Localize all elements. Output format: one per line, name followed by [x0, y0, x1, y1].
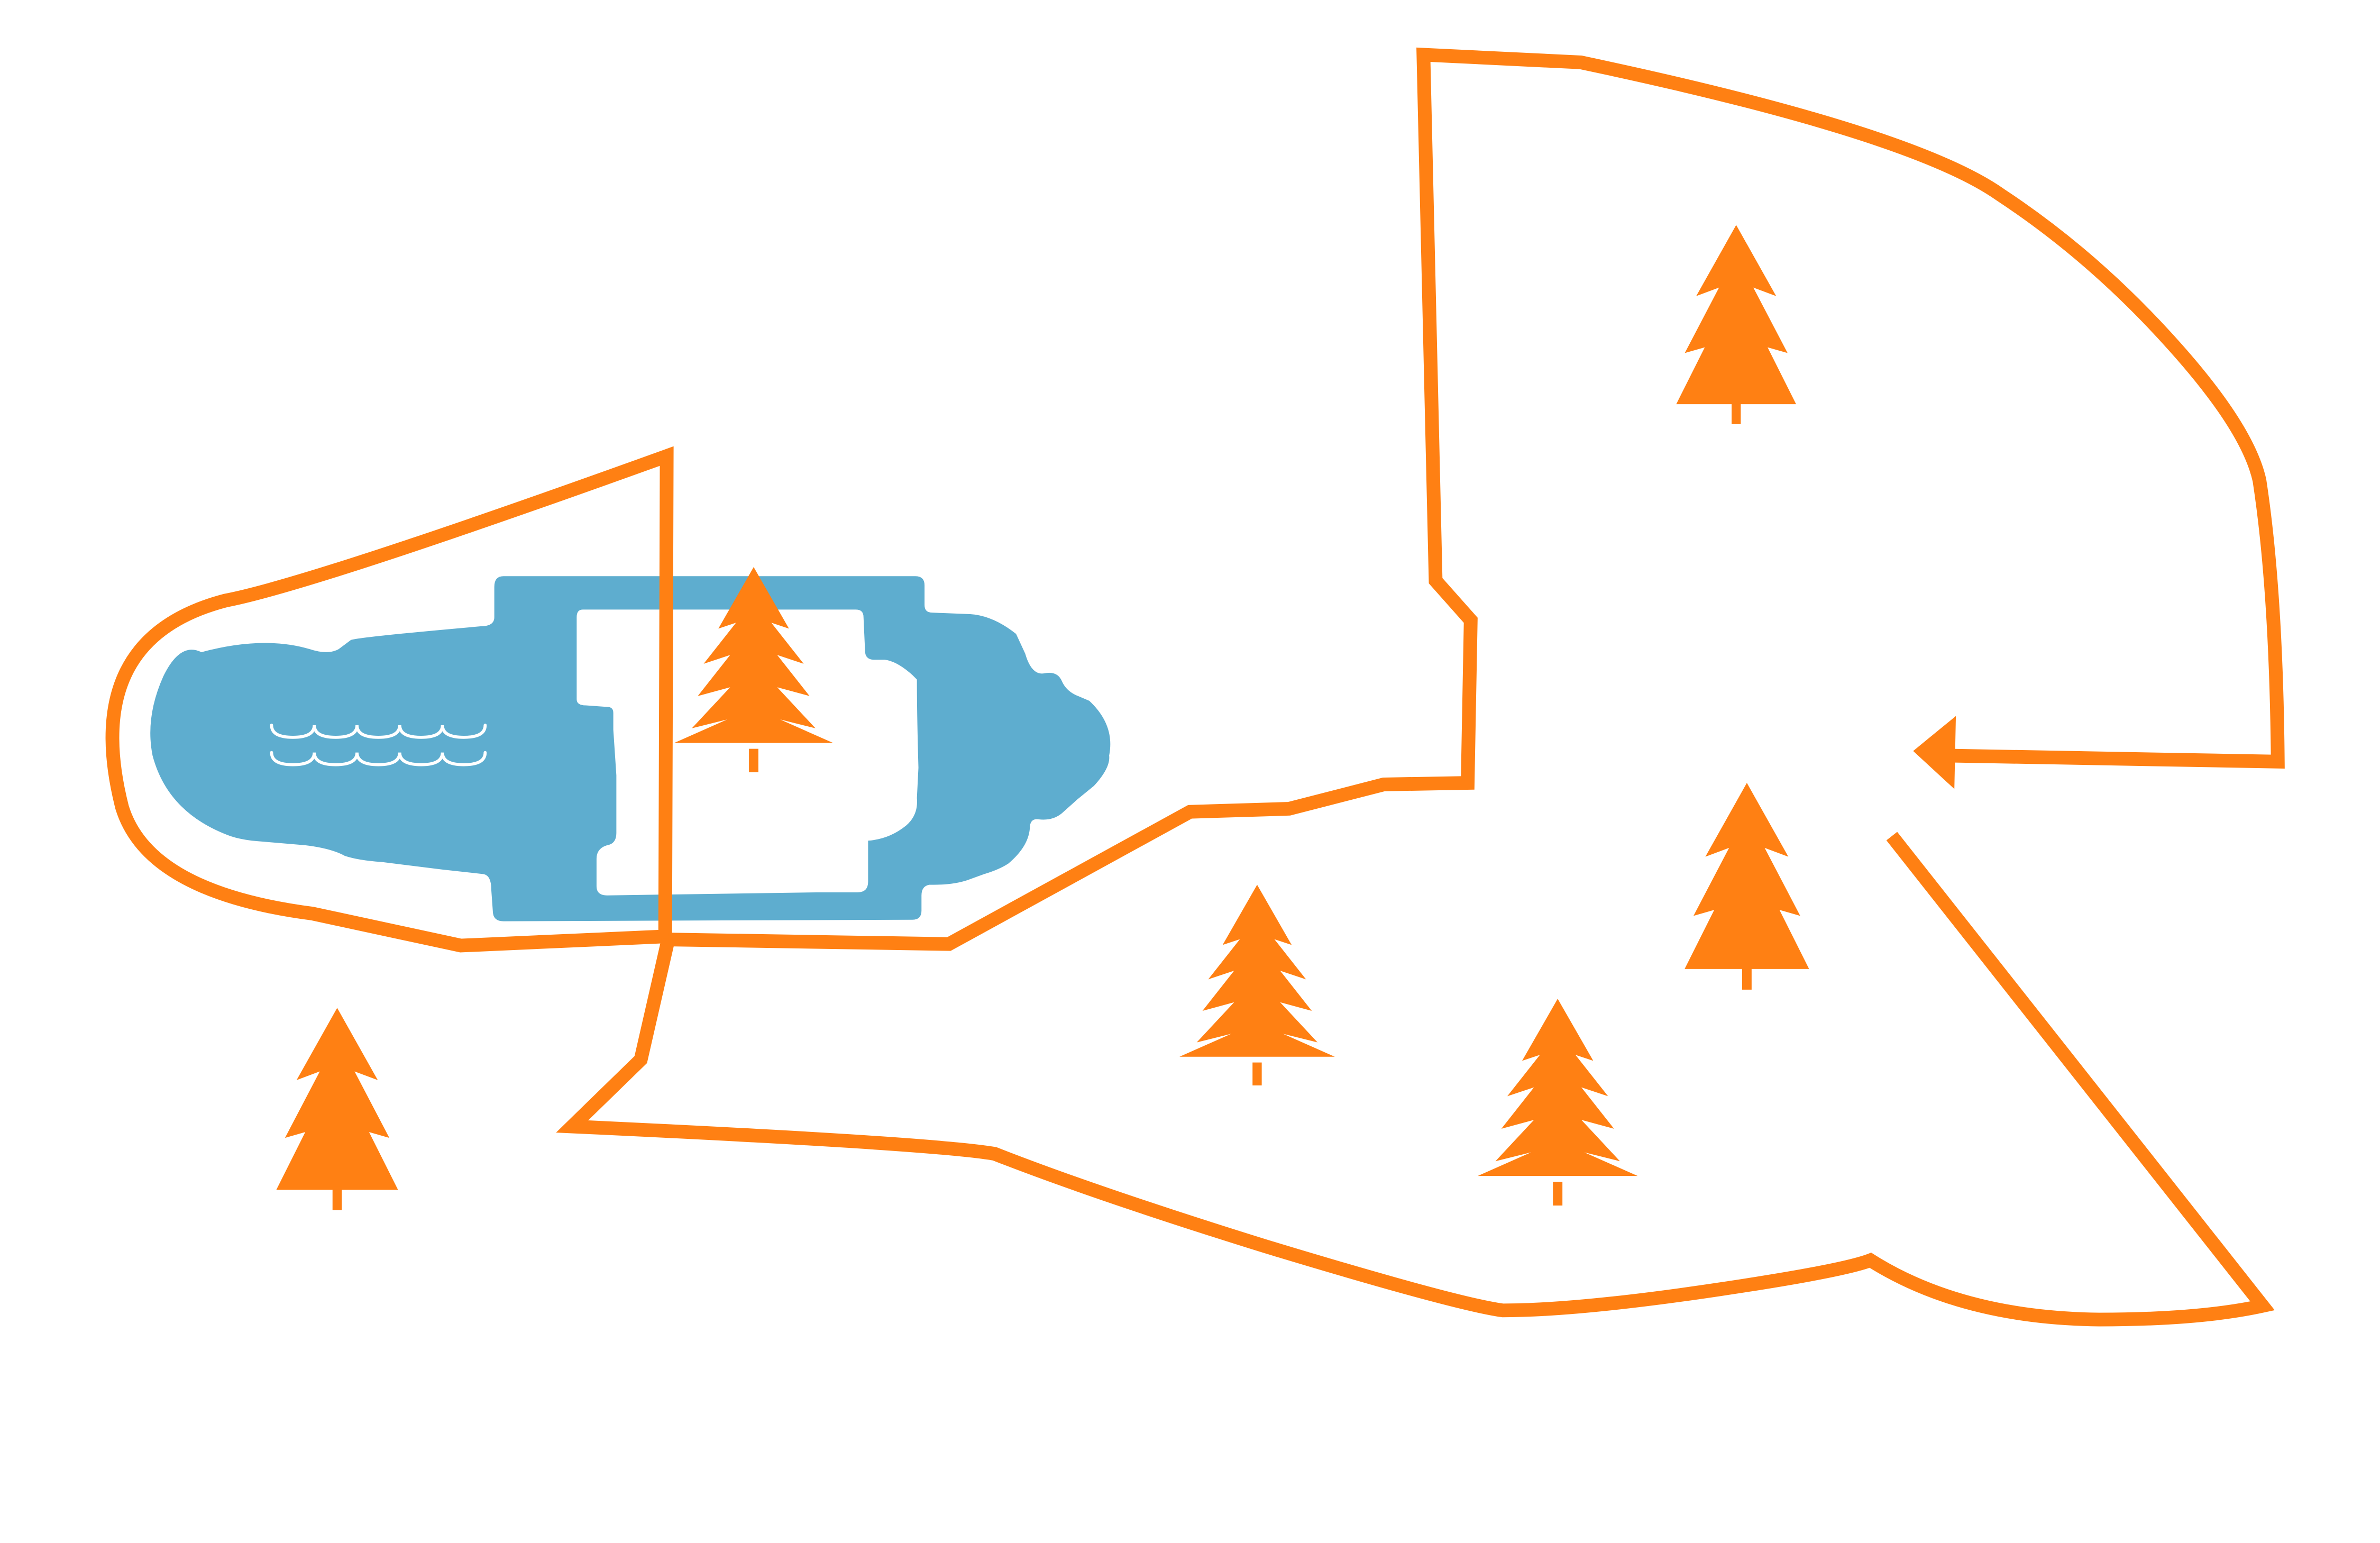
tree-trunk — [749, 748, 758, 772]
tree-trunk — [1252, 1062, 1262, 1085]
tree-trunk — [332, 1186, 342, 1210]
tree-trunk — [1742, 966, 1752, 990]
trail-left-peninsula — [105, 446, 674, 953]
tree-icon — [1477, 999, 1638, 1206]
trail-loop — [105, 47, 2285, 1327]
lake — [150, 576, 1111, 921]
tree-icon — [1685, 783, 1809, 990]
trees — [276, 225, 1809, 1210]
tree-icon — [1676, 225, 1797, 424]
tree-crown — [674, 567, 834, 743]
direction-arrowhead — [1913, 716, 1956, 789]
arrow-left-icon — [1913, 716, 1956, 789]
trail-main-route — [668, 47, 2285, 951]
tree-crown — [1179, 884, 1335, 1057]
water-waves-icon — [270, 723, 487, 766]
tree-icon — [276, 1008, 398, 1210]
tree-crown — [276, 1008, 398, 1190]
tree-icon — [1179, 884, 1335, 1085]
tree-crown — [1477, 999, 1638, 1176]
tree-crown — [1685, 783, 1809, 969]
tree-trunk — [1553, 1182, 1563, 1206]
wave-line-top — [270, 723, 487, 739]
tree-trunk — [1732, 401, 1741, 424]
wave-line-bottom — [270, 751, 487, 766]
tree-icon — [674, 567, 834, 772]
tree-crown — [1676, 225, 1797, 405]
trail-south-route — [556, 832, 2275, 1327]
